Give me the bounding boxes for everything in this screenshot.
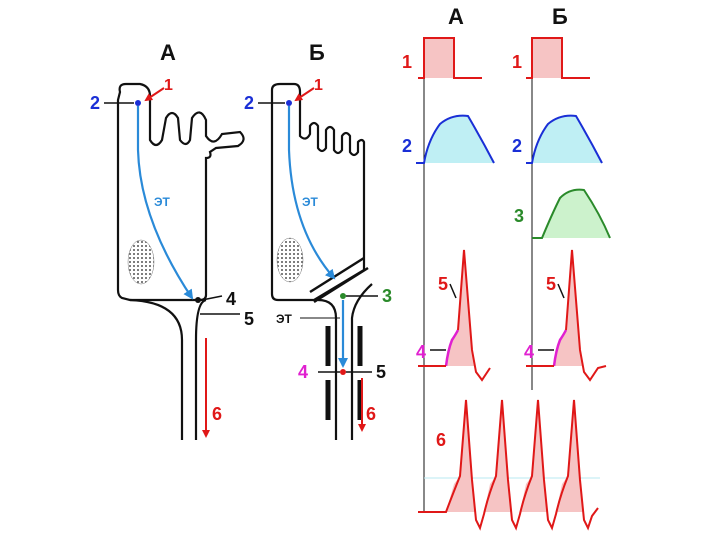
trace-label-5-b: 5 xyxy=(546,274,556,294)
stimulus-trace-a xyxy=(418,37,482,79)
leader-5-trace-b xyxy=(557,283,565,299)
trace-label-6: 6 xyxy=(436,430,446,450)
site-2-a xyxy=(135,100,141,106)
stimulus-fill-a xyxy=(424,38,454,78)
label-5-a: 5 xyxy=(244,309,254,329)
label-1-b: 1 xyxy=(314,77,323,94)
label-6-b: 6 xyxy=(366,404,376,424)
nucleus-a xyxy=(127,239,155,285)
leader-4-a xyxy=(201,295,223,301)
stimulus-trace-b xyxy=(526,37,590,79)
panel-a-title: А xyxy=(160,40,176,65)
receptor-trace-b xyxy=(526,114,603,164)
leader-5-trace-a xyxy=(449,283,457,299)
trace-label-4-a: 4 xyxy=(416,342,426,362)
spike-train-trace xyxy=(418,399,599,531)
spike-trace-b xyxy=(526,249,607,382)
trace-label-2-a: 2 xyxy=(402,136,412,156)
site-4-b xyxy=(340,369,346,375)
site-3-b xyxy=(340,293,346,299)
transmitter-path-a xyxy=(136,106,194,300)
spike-trace-a xyxy=(418,249,491,382)
trace-label-1-a: 1 xyxy=(402,52,412,72)
stimulus-arrow-a xyxy=(144,87,165,102)
label-5-b: 5 xyxy=(376,362,386,382)
panel-b: Б ЭТ ЭТ 1 2 3 4 5 6 xyxy=(244,40,392,440)
panel-b-title: Б xyxy=(309,40,325,65)
label-1-a: 1 xyxy=(164,77,173,94)
fiber-a xyxy=(129,298,207,440)
transmitter-path-b xyxy=(287,106,336,280)
transmitter-label-b: ЭТ xyxy=(302,195,319,209)
receptor-fill-a xyxy=(424,115,494,163)
receptor-fill-b xyxy=(532,115,602,163)
psp-trace-b xyxy=(532,188,611,239)
label-4-b: 4 xyxy=(298,362,308,382)
synapse-membrane-b2 xyxy=(309,256,365,294)
panel-a: А ЭТ 1 2 4 5 6 xyxy=(90,40,254,440)
label-4-a: 4 xyxy=(226,289,236,309)
trace-label-2-b: 2 xyxy=(512,136,522,156)
nucleus-b xyxy=(276,237,304,283)
label-3-b: 3 xyxy=(382,286,392,306)
stimulus-fill-b xyxy=(532,38,562,78)
label-6-a: 6 xyxy=(212,404,222,424)
transmitter-synapse-label-b: ЭТ xyxy=(276,312,293,326)
trace-col-a-title: А xyxy=(448,4,464,29)
trace-col-b-title: Б xyxy=(552,4,568,29)
traces: А Б 1 1 2 2 3 5 4 5 4 xyxy=(402,4,611,531)
synapse-membrane-b xyxy=(313,266,369,304)
synapse-site-a xyxy=(195,297,201,303)
label-2-b: 2 xyxy=(244,93,254,113)
receptor-cell-b xyxy=(270,82,366,302)
myelin-sheath-b xyxy=(325,326,363,420)
trace-label-4-b: 4 xyxy=(524,342,534,362)
trace-label-1-b: 1 xyxy=(512,52,522,72)
site-2-b xyxy=(286,100,292,106)
transmitter-label-a: ЭТ xyxy=(154,195,171,209)
trace-label-5-a: 5 xyxy=(438,274,448,294)
stimulus-arrow-b xyxy=(294,87,315,102)
trace-label-3-b: 3 xyxy=(514,206,524,226)
generator-trace-b xyxy=(552,329,568,367)
generator-trace-a xyxy=(444,329,460,367)
label-2-a: 2 xyxy=(90,93,100,113)
receptor-trace-a xyxy=(416,114,495,164)
